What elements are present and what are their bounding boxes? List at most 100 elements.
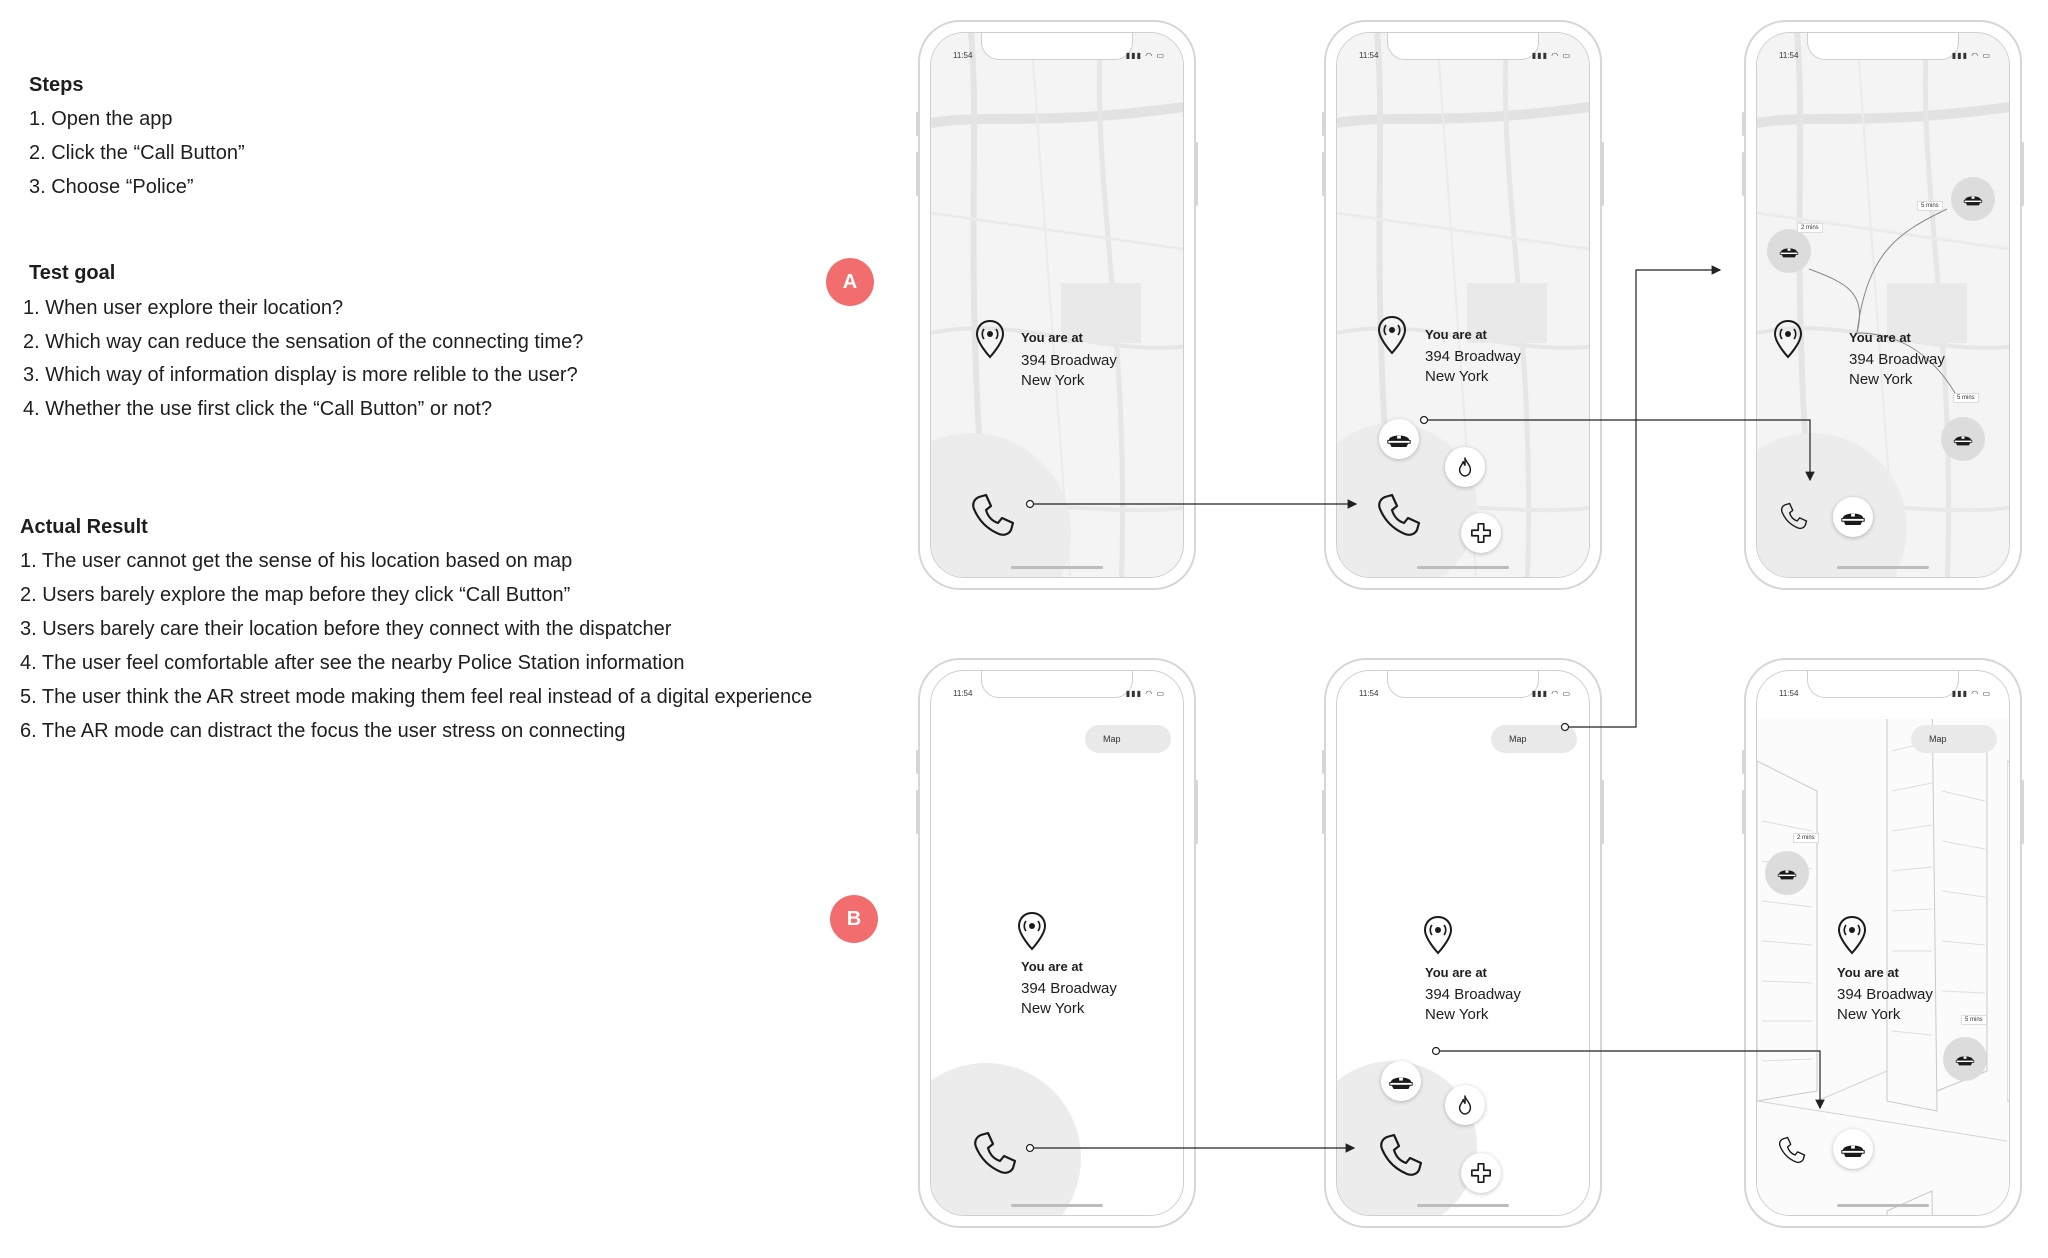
- battery-icon: ▭: [1156, 51, 1165, 60]
- wifi-icon: ◠: [1145, 689, 1154, 698]
- medical-button[interactable]: [1461, 1153, 1501, 1193]
- phone-icon[interactable]: [1779, 501, 1809, 531]
- address-line2: New York: [1849, 371, 1913, 388]
- phone-b2: 11:54 ▮▮▮ ◠ ▭ Map You are at 394 Broadwa…: [1322, 658, 1604, 1228]
- medical-cross-icon: [1470, 1162, 1492, 1184]
- phone-icon[interactable]: [1377, 1131, 1425, 1179]
- police-button[interactable]: [1833, 1129, 1873, 1169]
- phone-notch: [1807, 671, 1959, 698]
- phone-side-button: [916, 152, 919, 196]
- battery-icon: ▭: [1982, 689, 1991, 698]
- phone-side-button: [1742, 152, 1745, 196]
- phone-icon[interactable]: [1375, 491, 1423, 539]
- map-toggle-button[interactable]: Map: [1085, 725, 1171, 753]
- phone-b1: 11:54 ▮▮▮ ◠ ▭ Map You are at 394 Broadwa…: [916, 658, 1198, 1228]
- phone-screen: 11:54 ▮▮▮ ◠ ▭ Map 2 mins 5 mins You are …: [1756, 670, 2010, 1216]
- actual-result-heading: Actual Result: [20, 516, 148, 538]
- home-indicator: [1011, 1204, 1103, 1207]
- police-hat-icon: [1952, 432, 1974, 447]
- medical-cross-icon: [1470, 522, 1492, 544]
- police-station-marker[interactable]: [1765, 851, 1809, 895]
- home-indicator: [1011, 566, 1103, 569]
- status-icons: ▮▮▮ ◠ ▭: [1532, 689, 1571, 698]
- battery-icon: ▭: [1156, 689, 1165, 698]
- signal-icon: ▮▮▮: [1951, 689, 1968, 698]
- eta-label: 5 mins: [1917, 201, 1943, 211]
- actual-result-item: 1. The user cannot get the sense of his …: [20, 550, 573, 572]
- eta-label: 5 mins: [1953, 393, 1979, 403]
- signal-icon: ▮▮▮: [1125, 689, 1142, 698]
- home-indicator: [1837, 566, 1929, 569]
- fire-button[interactable]: [1445, 1085, 1485, 1125]
- signal-icon: ▮▮▮: [1125, 51, 1142, 60]
- you-are-at-label: You are at: [1425, 327, 1487, 342]
- location-pin-icon: [975, 319, 1005, 359]
- home-indicator: [1837, 1204, 1929, 1207]
- you-are-at-label: You are at: [1021, 330, 1083, 345]
- police-button[interactable]: [1379, 419, 1419, 459]
- address-line1: 394 Broadway: [1425, 348, 1521, 365]
- map-toggle-button[interactable]: Map: [1491, 725, 1577, 753]
- map-toggle-button[interactable]: Map: [1911, 725, 1997, 753]
- status-time: 11:54: [1359, 689, 1379, 698]
- phone-notch: [1807, 33, 1959, 60]
- home-indicator: [1417, 566, 1509, 569]
- wifi-icon: ◠: [1551, 689, 1560, 698]
- phone-side-button: [1322, 152, 1325, 196]
- test-goal-item: 1. When user explore their location?: [23, 297, 344, 319]
- medical-button[interactable]: [1461, 513, 1501, 553]
- fire-button[interactable]: [1445, 447, 1485, 487]
- test-goal-heading: Test goal: [29, 262, 116, 284]
- phone-icon[interactable]: [971, 1129, 1019, 1177]
- eta-label: 2 mins: [1797, 223, 1823, 233]
- you-are-at-label: You are at: [1837, 965, 1899, 980]
- wifi-icon: ◠: [1145, 51, 1154, 60]
- battery-icon: ▭: [1562, 51, 1571, 60]
- police-button[interactable]: [1833, 497, 1873, 537]
- ar-street-background: [1757, 719, 2009, 1215]
- phone-icon[interactable]: [1777, 1135, 1807, 1165]
- phone-b3: 11:54 ▮▮▮ ◠ ▭ Map 2 mins 5 mins You are …: [1742, 658, 2024, 1228]
- police-station-marker[interactable]: [1951, 177, 1995, 221]
- signal-icon: ▮▮▮: [1531, 51, 1548, 60]
- test-goal-item: 2. Which way can reduce the sensation of…: [23, 331, 584, 353]
- phone-side-button: [1322, 750, 1325, 774]
- police-station-marker[interactable]: [1767, 229, 1811, 273]
- police-station-marker[interactable]: [1941, 417, 1985, 461]
- phone-side-button: [916, 790, 919, 834]
- phone-side-button: [916, 112, 919, 136]
- phone-notch: [981, 33, 1133, 60]
- police-station-marker[interactable]: [1943, 1037, 1987, 1081]
- test-goal-item: 4. Whether the use first click the “Call…: [23, 398, 493, 420]
- phone-side-button: [1601, 780, 1604, 844]
- you-are-at-label: You are at: [1021, 959, 1083, 974]
- police-hat-icon: [1839, 508, 1867, 527]
- phone-icon[interactable]: [969, 491, 1017, 539]
- phone-a3: 11:54 ▮▮▮ ◠ ▭ 2 mins 5 mins 5 mins You a…: [1742, 20, 2024, 590]
- you-are-at-label: You are at: [1849, 330, 1911, 345]
- location-pin-icon: [1377, 315, 1407, 355]
- phone-side-button: [1195, 142, 1198, 206]
- police-button[interactable]: [1381, 1061, 1421, 1101]
- actual-result-item: 5. The user think the AR street mode mak…: [20, 686, 813, 708]
- actual-result-item: 2. Users barely explore the map before t…: [20, 584, 571, 606]
- status-time: 11:54: [1779, 51, 1799, 60]
- actual-result-item: 3. Users barely care their location befo…: [20, 618, 672, 640]
- police-hat-icon: [1962, 192, 1984, 207]
- phone-notch: [981, 671, 1133, 698]
- police-hat-icon: [1839, 1140, 1867, 1159]
- address-line2: New York: [1021, 1000, 1085, 1017]
- phone-side-button: [2021, 780, 2024, 844]
- status-icons: ▮▮▮ ◠ ▭: [1532, 51, 1571, 60]
- battery-icon: ▭: [1562, 689, 1571, 698]
- status-time: 11:54: [1359, 51, 1379, 60]
- steps-heading: Steps: [29, 74, 84, 96]
- phone-screen: 11:54 ▮▮▮ ◠ ▭ 2 mins 5 mins 5 mins You a…: [1756, 32, 2010, 578]
- police-hat-icon: [1778, 244, 1800, 259]
- phone-screen: 11:54 ▮▮▮ ◠ ▭ Map You are at 394 Broadwa…: [930, 670, 1184, 1216]
